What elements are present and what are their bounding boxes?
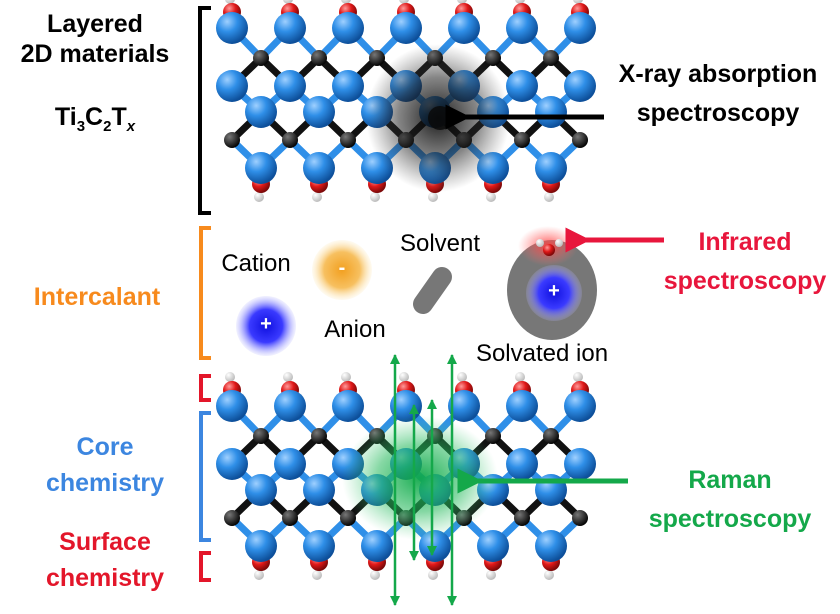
bracket-intercalant xyxy=(199,226,211,360)
raman-vibration-vectors xyxy=(390,354,457,606)
solvated-plus-sign: + xyxy=(548,280,560,302)
bracket-surface-bottom xyxy=(199,551,211,582)
core-label-line1: Core xyxy=(76,433,134,461)
xray-label-line1: X-ray absorption xyxy=(618,60,818,88)
anion-sphere xyxy=(312,240,372,300)
xray-target-atom xyxy=(428,106,452,130)
solvent-label: Solvent xyxy=(399,230,481,257)
layered-label-line1: Layered xyxy=(47,10,143,38)
solvent-molecule xyxy=(413,267,452,314)
bracket-surface-top xyxy=(199,374,211,402)
water-molecule xyxy=(536,239,563,256)
bracket-core xyxy=(199,411,211,542)
cation-plus-sign: + xyxy=(260,313,272,335)
layered-label-line2: 2D materials xyxy=(20,39,170,68)
anion-minus-sign: - xyxy=(338,257,346,279)
raman-label-line1: Raman xyxy=(688,466,772,494)
surface-label-line1: Surface xyxy=(59,528,151,556)
cation-sphere xyxy=(236,296,296,356)
xray-label-line2: spectroscopy xyxy=(636,98,800,127)
solvated-ion-core xyxy=(526,265,582,321)
solvated-ion-label: Solvated ion xyxy=(475,340,609,367)
raman-probe-glow xyxy=(342,416,498,540)
formula-label: Ti3C2Tx xyxy=(54,103,136,135)
bracket-layered xyxy=(198,6,211,215)
anion-label: Anion xyxy=(324,316,386,343)
core-label-line2: chemistry xyxy=(45,468,165,497)
raman-label-line2: spectroscopy xyxy=(648,504,812,533)
intercalant-label: Intercalant xyxy=(33,283,161,311)
cation-label: Cation xyxy=(221,250,291,277)
surface-label-line2: chemistry xyxy=(45,563,165,592)
infrared-label-line2: spectroscopy xyxy=(663,266,827,295)
infrared-label-line1: Infrared xyxy=(698,228,792,256)
